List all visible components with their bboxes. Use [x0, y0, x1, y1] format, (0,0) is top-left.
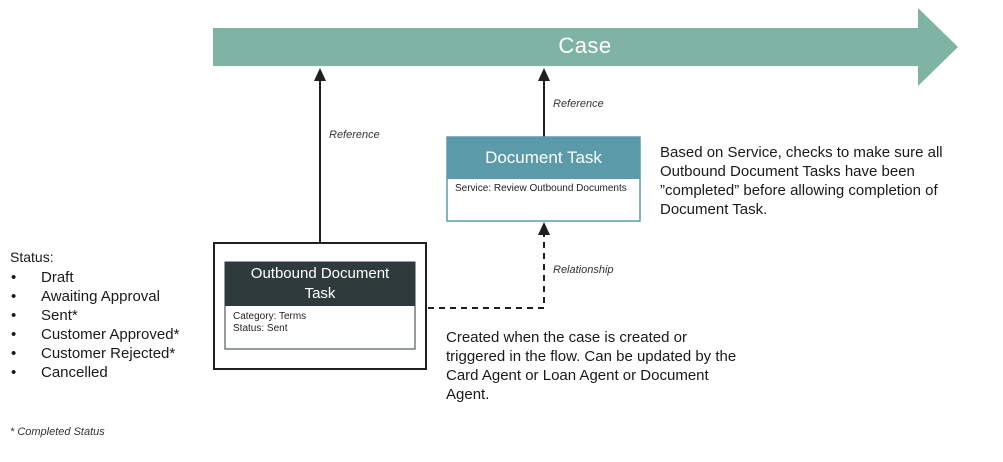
status-item-label: Draft — [41, 269, 74, 286]
status-item: • Awaiting Approval — [10, 287, 179, 306]
outbound-task-note-line: Agent. — [446, 386, 490, 403]
case-arrow — [213, 8, 958, 86]
outbound-task-note-line: Created when the case is created or — [446, 329, 687, 346]
status-item: • Draft — [10, 268, 179, 287]
status-title: Status: — [10, 249, 54, 265]
relationship-label: Relationship — [553, 264, 614, 276]
outbound-task-note-line: Card Agent or Loan Agent or Document — [446, 367, 709, 384]
document-task-note-line: Outbound Document Tasks have been — [660, 163, 915, 180]
status-item-label: Customer Rejected* — [41, 345, 176, 362]
bullet-icon: • — [11, 364, 17, 381]
bullet-icon: • — [11, 326, 17, 343]
document-task-note-line: Document Task. — [660, 201, 768, 218]
document-task-note: Based on Service, checks to make sure al… — [660, 143, 943, 219]
reference-arrowhead-left — [314, 68, 326, 81]
bullet-icon: • — [11, 288, 17, 305]
outbound-task-note-line: triggered in the flow. Can be updated by… — [446, 348, 737, 365]
status-item-label: Customer Approved* — [41, 326, 180, 343]
case-title: Case — [558, 33, 612, 58]
status-item-label: Cancelled — [41, 364, 108, 381]
outbound-task-note: Created when the case is created or trig… — [446, 328, 736, 404]
status-item: • Customer Approved* — [10, 325, 179, 344]
document-task-note-line: Based on Service, checks to make sure al… — [660, 144, 943, 161]
outbound-task-status: Status: Sent — [233, 323, 288, 334]
status-item: • Customer Rejected* — [10, 344, 179, 363]
reference-arrowhead-right — [538, 68, 550, 81]
status-list: • Draft • Awaiting Approval • Sent* • Custom… — [10, 268, 179, 382]
status-item: • Cancelled — [10, 363, 179, 382]
reference-label-left: Reference — [329, 129, 380, 141]
document-task-service: Service: Review Outbound Documents — [455, 183, 627, 194]
status-item: • Sent* — [10, 306, 179, 325]
reference-label-right: Reference — [553, 98, 604, 110]
document-task-note-line: ”completed” before allowing completion o… — [660, 182, 938, 199]
outbound-task-title: Outbound Document Task — [225, 262, 415, 306]
outbound-task-title-line2: Task — [304, 285, 336, 302]
outbound-task-category: Category: Terms — [233, 311, 307, 322]
document-task-title: Document Task — [447, 137, 640, 179]
bullet-icon: • — [11, 307, 17, 324]
bullet-icon: • — [11, 269, 17, 286]
outbound-task-title-line1: Outbound Document — [250, 265, 390, 282]
relationship-arrowhead — [538, 222, 550, 235]
bullet-icon: • — [11, 345, 17, 362]
relationship-line — [428, 232, 545, 309]
footnote: * Completed Status — [10, 426, 105, 438]
status-item-label: Awaiting Approval — [41, 288, 160, 305]
status-item-label: Sent* — [41, 307, 78, 324]
